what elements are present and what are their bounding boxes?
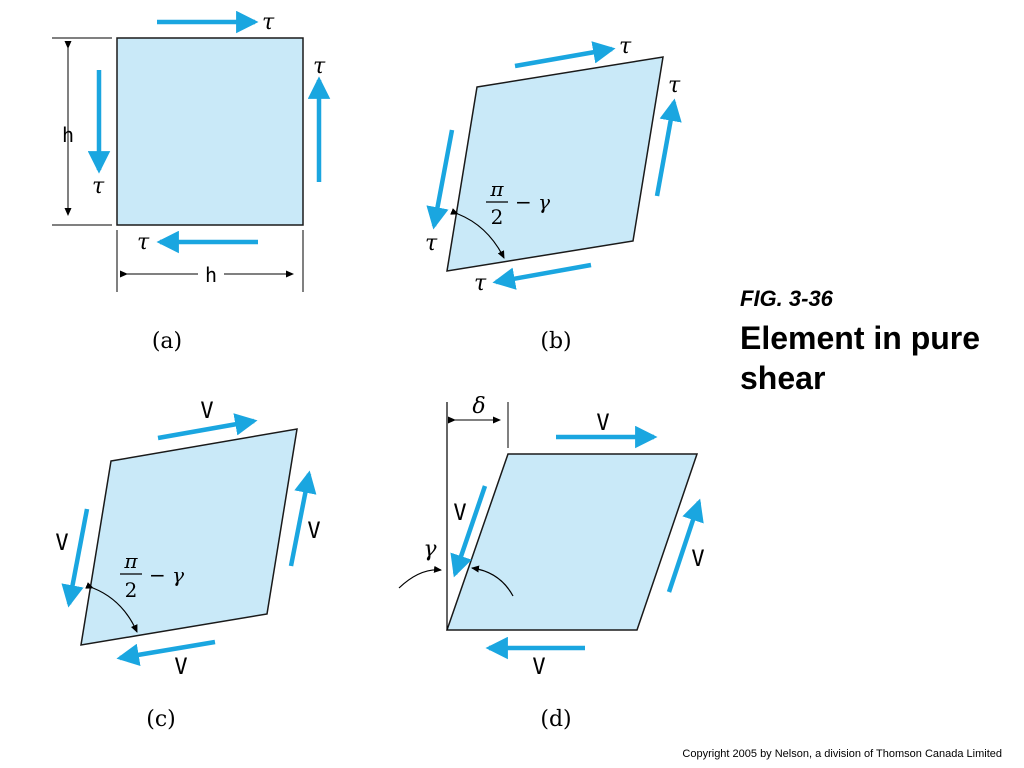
shear-arrow [288,470,317,567]
element-rhombus [446,56,664,272]
panel-label: (b) [540,329,571,354]
shear-arrow [514,41,616,69]
angle-minus-gamma: − γ [515,190,550,214]
dimension-label-h: h [205,263,217,287]
tau-label: τ [474,271,487,296]
v-label: V [200,399,213,424]
shear-arrow [116,639,216,666]
tau-label: τ [262,10,275,35]
shear-arrow [426,129,455,230]
v-label: V [532,655,545,680]
tau-label: τ [668,73,681,98]
shear-arrow [666,498,704,593]
tau-label: τ [425,231,438,256]
v-label: V [691,547,704,572]
v-label: V [55,531,68,556]
panel-c: V V V V π 2 − γ (c) [55,399,320,732]
shear-arrow [492,262,592,290]
element-parallelogram [445,453,699,631]
angle-two: 2 [491,205,504,229]
angle-pi: π [489,177,504,201]
angle-arc [450,208,505,259]
panel-label: (a) [152,329,182,354]
element-rhombus [80,428,298,646]
panel-a: h h τ τ τ τ (a) [52,10,331,354]
panel-d: δ γ V V V V (d) [398,394,705,732]
panel-b: τ τ τ τ π 2 − γ (b) [425,34,682,354]
gamma-pointer [471,565,514,597]
copyright-notice: Copyright 2005 by Nelson, a division of … [682,748,1002,760]
tau-label: τ [313,54,326,79]
panel-label: (c) [146,707,176,732]
shear-arrow [654,98,682,197]
figure-title: Element in pure shear [740,320,981,396]
angle-arc [85,582,138,633]
delta-label: δ [472,394,485,419]
tau-label: τ [137,230,150,255]
figure-number: FIG. 3-36 [740,286,833,311]
dimension-label-h: h [62,123,74,147]
v-label: V [174,655,187,680]
gamma-pointer [398,565,442,589]
v-label: V [453,501,466,526]
shear-arrow [61,508,90,608]
angle-pi: π [123,549,138,573]
angle-minus-gamma: − γ [149,563,184,587]
element-square [116,37,304,226]
angle-two: 2 [125,578,138,602]
shear-arrow [157,413,258,441]
panel-label: (d) [540,707,571,732]
tau-label: τ [92,174,105,199]
tau-label: τ [619,34,632,59]
v-label: V [596,411,609,436]
shear-arrow [450,485,488,578]
v-label: V [307,519,320,544]
gamma-label: γ [423,537,437,562]
